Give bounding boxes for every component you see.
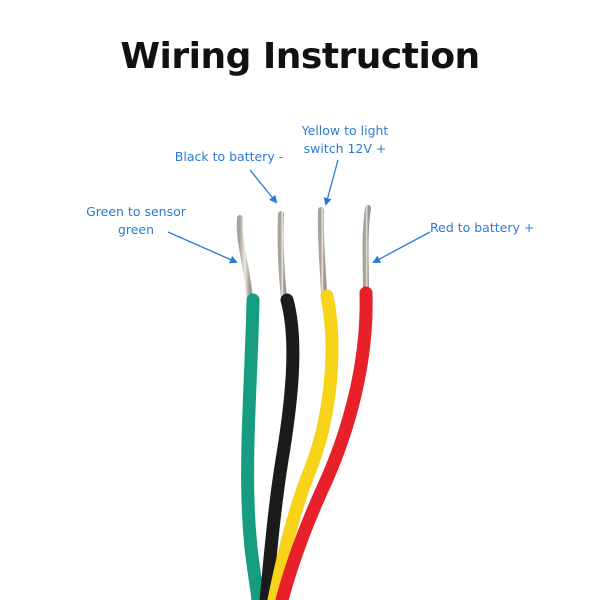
red-wire-insulation: [275, 286, 373, 600]
red-wire-label: Red to battery +: [430, 219, 542, 237]
yellow-wire-label-line-2: switch 12V +: [303, 141, 387, 156]
yellow-wire: [267, 207, 339, 600]
green-wire-label-line-1: Green to sensor: [86, 204, 186, 219]
yellow-wire-label-line-1: Yellow to light: [301, 123, 389, 138]
red-wire-label-line-1: Red to battery +: [430, 220, 535, 235]
green-wire-insulation: [241, 293, 265, 600]
yellow-wire-insulation: [267, 289, 339, 600]
yellow-wire-copper-tip: [317, 207, 327, 295]
black-wire: [259, 211, 300, 600]
red-label-arrow: [372, 231, 431, 263]
red-wire-copper-tip: [362, 205, 371, 293]
black-label-arrow: [249, 169, 278, 204]
yellow-wire-label: Yellow to light switch 12V +: [290, 122, 400, 158]
black-wire-label: Black to battery -: [172, 148, 286, 166]
green-wire-copper-tip: [236, 215, 253, 301]
green-wire-label: Green to sensor green: [86, 203, 186, 239]
green-label-arrow: [167, 231, 238, 264]
red-wire: [275, 205, 373, 600]
green-wire: [236, 215, 265, 600]
black-wire-insulation: [259, 293, 300, 600]
black-wire-copper-tip: [277, 211, 287, 301]
green-wire-label-line-2: green: [117, 222, 155, 237]
black-wire-label-line-1: Black to battery -: [174, 149, 284, 164]
yellow-label-arrow: [323, 159, 339, 206]
page-title: Wiring Instruction: [120, 36, 480, 77]
